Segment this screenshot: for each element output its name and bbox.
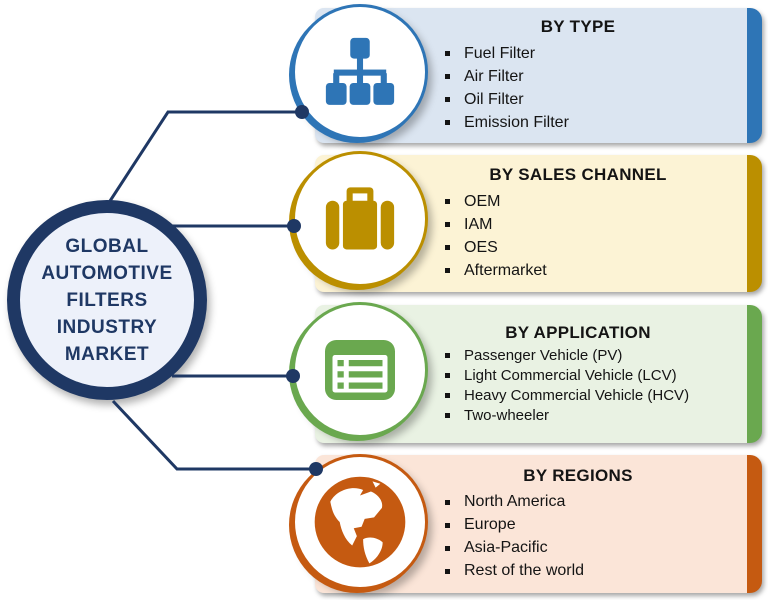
bullet-icon (445, 499, 450, 505)
panel-title: BY REGIONS (523, 465, 633, 485)
list-item-label: IAM (464, 215, 493, 233)
list-item-label: Asia-Pacific (464, 539, 548, 556)
list-item-label: Europe (464, 516, 516, 533)
bullet-icon (445, 353, 450, 358)
list-item-label: North America (464, 493, 566, 510)
connector-line-by-type (108, 110, 302, 202)
bullet-icon (445, 268, 450, 273)
list-item: OEM (445, 190, 721, 213)
bullet-icon (445, 51, 450, 56)
bullet-icon (445, 74, 450, 79)
bullet-icon (445, 120, 450, 125)
panel-title: BY SALES CHANNEL (489, 165, 667, 184)
icon-circle-by-application (292, 302, 428, 438)
panel-title: BY APPLICATION (505, 322, 651, 342)
list-item: Europe (445, 514, 721, 537)
list-item: Fuel Filter (445, 42, 721, 65)
panel-item-list: North America Europe Asia-Pacific Rest o… (435, 491, 721, 583)
list-item-label: OES (464, 238, 498, 256)
list-item-label: Two-wheeler (464, 407, 550, 424)
list-item-label: Heavy Commercial Vehicle (HCV) (464, 387, 690, 404)
bullet-icon (445, 373, 450, 378)
sitemap-icon (325, 37, 395, 105)
bullet-icon (445, 393, 450, 398)
panel-item-list: Fuel Filter Air Filter Oil Filter Emissi… (435, 42, 721, 134)
list-item: Emission Filter (445, 111, 721, 134)
list-item: Heavy Commercial Vehicle (HCV) (445, 386, 721, 406)
bullet-icon (445, 413, 450, 418)
list-item: Oil Filter (445, 88, 721, 111)
list-item: North America (445, 491, 721, 514)
central-title-line: FILTERS (66, 289, 148, 311)
list-item: Rest of the world (445, 560, 721, 583)
icon-circle-by-sales-channel (292, 151, 428, 287)
list-item-label: Fuel Filter (464, 44, 536, 62)
list-item: Aftermarket (445, 259, 721, 282)
list-item-label: Emission Filter (464, 113, 569, 131)
bullet-icon (445, 245, 450, 250)
bullet-icon (445, 199, 450, 204)
list-item: Asia-Pacific (445, 537, 721, 560)
connector-line-by-regions (111, 399, 316, 471)
list-item-label: Air Filter (464, 67, 524, 85)
icon-circle-by-regions (292, 454, 428, 590)
list-item: Passenger Vehicle (PV) (445, 346, 721, 366)
list-item-label: Passenger Vehicle (PV) (464, 347, 623, 364)
central-title-line: AUTOMOTIVE (41, 262, 173, 284)
list-item-label: Aftermarket (464, 261, 547, 279)
panel-item-list: Passenger Vehicle (PV) Light Commercial … (435, 346, 721, 426)
globe-icon (314, 476, 406, 568)
briefcase-icon (325, 187, 395, 250)
list-icon (325, 340, 395, 400)
central-market-circle: GLOBAL AUTOMOTIVE FILTERS INDUSTRY MARKE… (7, 200, 207, 400)
list-item-label: Rest of the world (464, 562, 585, 579)
bullet-icon (445, 522, 450, 528)
bullet-icon (445, 222, 450, 227)
central-title-line: MARKET (64, 343, 150, 365)
list-item: IAM (445, 213, 721, 236)
bullet-icon (445, 545, 450, 551)
list-item-label: OEM (464, 192, 501, 210)
list-item-label: Oil Filter (464, 90, 524, 108)
bullet-icon (445, 97, 450, 102)
list-item-label: Light Commercial Vehicle (LCV) (464, 367, 677, 384)
bullet-icon (445, 568, 450, 574)
list-item: OES (445, 236, 721, 259)
list-item: Air Filter (445, 65, 721, 88)
icon-circle-by-type (292, 4, 428, 140)
list-item: Light Commercial Vehicle (LCV) (445, 366, 721, 386)
central-title-line: GLOBAL (65, 235, 149, 257)
central-title-line: INDUSTRY (56, 316, 158, 338)
list-item: Two-wheeler (445, 406, 721, 426)
panel-title: BY TYPE (540, 17, 616, 36)
panel-item-list: OEM IAM OES Aftermarket (435, 190, 721, 282)
